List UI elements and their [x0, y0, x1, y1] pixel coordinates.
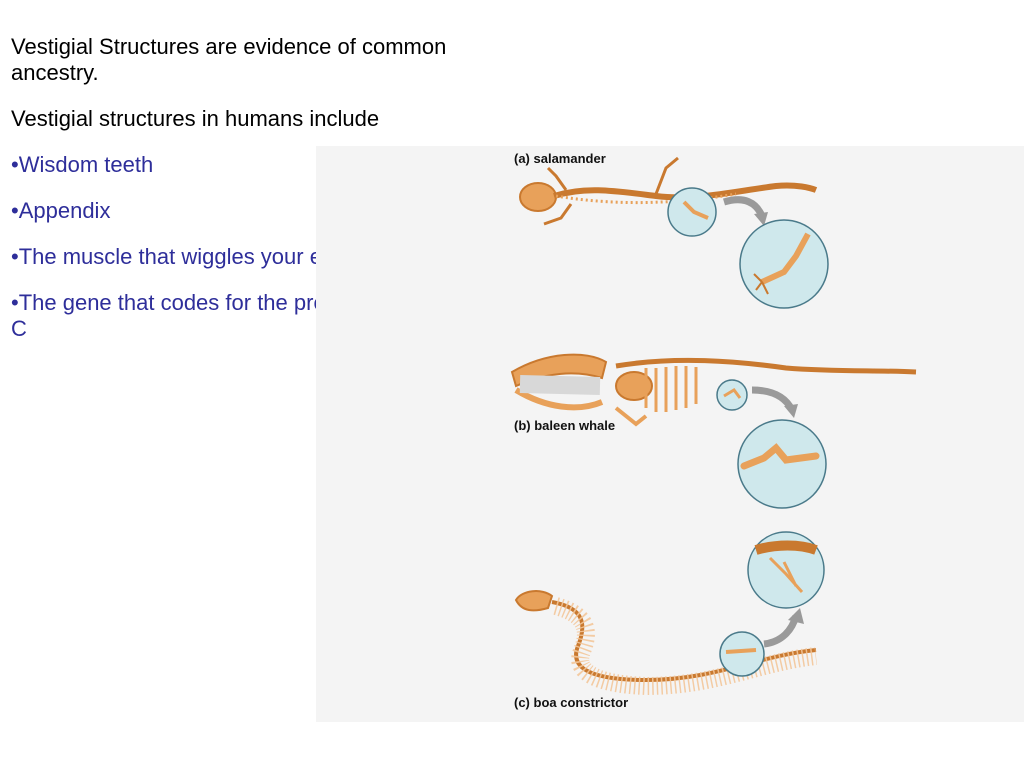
lens-small-whale — [716, 379, 748, 411]
lens-small-boa — [719, 631, 765, 677]
slide-heading: Vestigial Structures are evidence of com… — [11, 34, 447, 85]
bullet-item-wisdom-teeth: •Wisdom teeth — [11, 152, 154, 177]
lens-large-salamander — [739, 219, 829, 309]
label-boa-constrictor: (c) boa constrictor — [514, 695, 629, 710]
label-baleen-whale: (b) baleen whale — [514, 418, 616, 433]
arrow-salamander — [722, 196, 766, 218]
lens-large-whale — [737, 419, 827, 509]
whale-skeleton — [510, 353, 917, 427]
slide-subheading: Vestigial structures in humans include — [11, 106, 380, 131]
bullet-item-ear-muscle: •The muscle that wiggles your ears — [11, 244, 353, 269]
skeleton-figure: (a) salamander (b) baleen whale (c) boa … — [316, 146, 1024, 722]
label-salamander: (a) salamander — [514, 151, 606, 166]
bullet-item-appendix: •Appendix — [11, 198, 111, 223]
skeleton-illustration — [510, 156, 917, 696]
